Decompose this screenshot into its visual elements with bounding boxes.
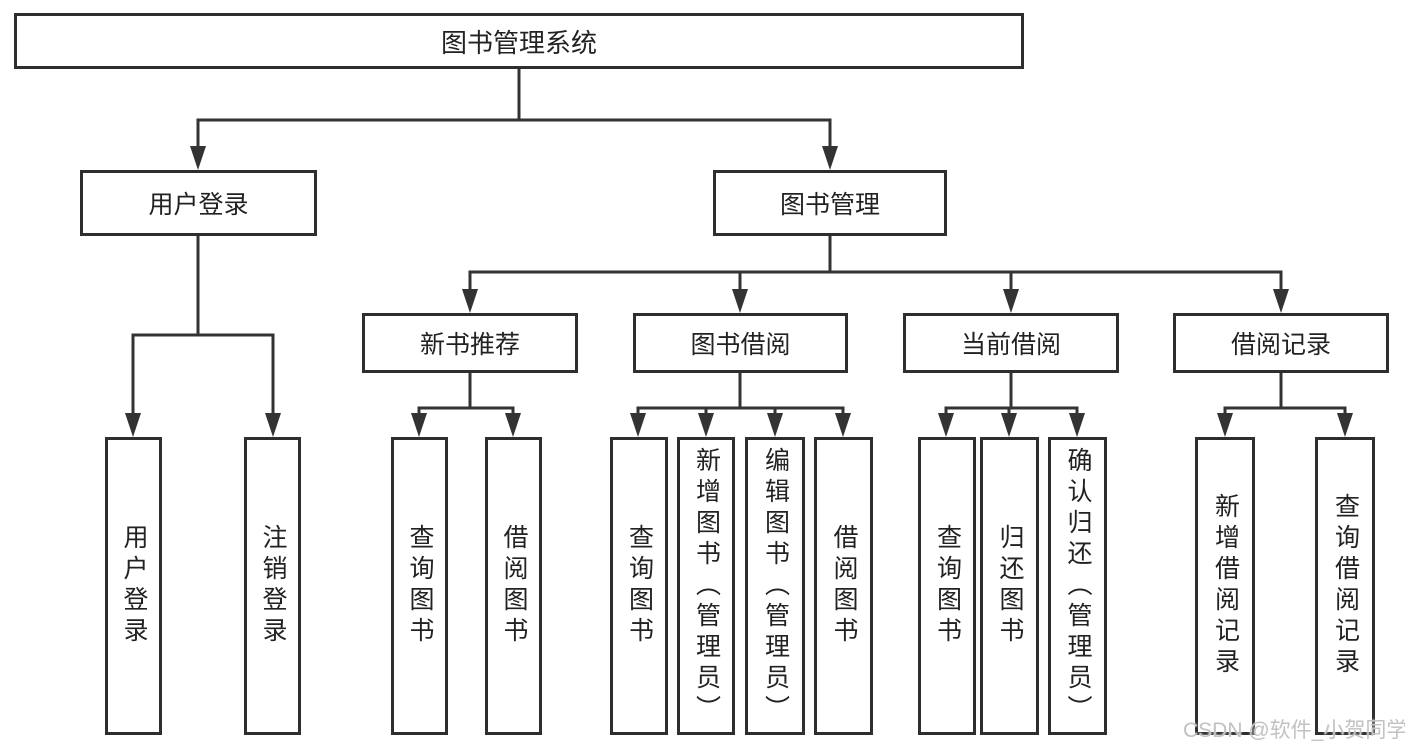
leaf-add-book-label: 新增图书（管理员） [692, 446, 721, 726]
node-current-borrow: 当前借阅 [903, 313, 1119, 373]
connector-current-borrow-to-leaves [938, 371, 1085, 437]
leaf-query-borrow-record: 查询借阅记录 [1315, 437, 1375, 735]
leaf-confirm-return: 确认归还（管理员） [1048, 437, 1107, 735]
node-new-book-rec-label: 新书推荐 [419, 331, 520, 359]
node-borrow-records: 借阅记录 [1173, 313, 1389, 373]
leaf-query-book-3: 查询图书 [918, 437, 976, 735]
leaf-edit-book-label: 编辑图书（管理员） [761, 446, 790, 726]
leaf-borrow-book-2-label: 借阅图书 [830, 524, 858, 648]
node-book-mgmt: 图书管理 [713, 170, 947, 236]
node-root-label: 图书管理系统 [440, 27, 597, 58]
node-book-borrow: 图书借阅 [633, 313, 848, 373]
leaf-query-book-2-label: 查询图书 [625, 524, 654, 648]
leaf-user-login-label: 用户登录 [120, 524, 148, 648]
connector-book-mgmt-to-level3 [462, 234, 1289, 313]
node-user-login-label: 用户登录 [148, 191, 249, 219]
node-current-borrow-label: 当前借阅 [960, 331, 1061, 359]
node-borrow-records-label: 借阅记录 [1230, 331, 1331, 359]
leaf-return-book-label: 归还图书 [996, 524, 1024, 648]
leaf-query-borrow-record-label: 查询借阅记录 [1331, 493, 1360, 679]
node-user-login: 用户登录 [80, 170, 317, 236]
node-book-mgmt-label: 图书管理 [779, 191, 880, 219]
leaf-query-book-1: 查询图书 [391, 437, 448, 735]
node-new-book-rec: 新书推荐 [362, 313, 578, 373]
node-root: 图书管理系统 [14, 13, 1024, 69]
leaf-borrow-book-1: 借阅图书 [485, 437, 542, 735]
node-book-borrow-label: 图书借阅 [690, 331, 791, 359]
leaf-add-borrow-record: 新增借阅记录 [1195, 437, 1255, 735]
connector-root-to-level2 [190, 67, 838, 170]
watermark: CSDN @软件_小贺同学 [1183, 719, 1405, 742]
connector-book-borrow-to-leaves [630, 371, 851, 437]
connector-borrow-records-to-leaves [1217, 371, 1353, 437]
leaf-borrow-book-1-label: 借阅图书 [500, 524, 528, 648]
leaf-edit-book: 编辑图书（管理员） [745, 437, 805, 735]
leaf-query-book-3-label: 查询图书 [933, 524, 962, 648]
leaf-confirm-return-label: 确认归还（管理员） [1064, 446, 1092, 726]
leaf-user-login: 用户登录 [105, 437, 162, 735]
leaf-add-borrow-record-label: 新增借阅记录 [1211, 493, 1240, 679]
leaf-borrow-book-2: 借阅图书 [814, 437, 873, 735]
leaf-query-book-2: 查询图书 [610, 437, 668, 735]
leaf-add-book: 新增图书（管理员） [677, 437, 735, 735]
leaf-logout-label: 注销登录 [259, 524, 287, 648]
leaf-return-book: 归还图书 [980, 437, 1039, 735]
connector-user-login-to-leaves [125, 234, 281, 437]
leaf-logout: 注销登录 [244, 437, 301, 735]
leaf-query-book-1-label: 查询图书 [406, 524, 434, 648]
connector-new-book-rec-to-leaves [411, 371, 521, 437]
